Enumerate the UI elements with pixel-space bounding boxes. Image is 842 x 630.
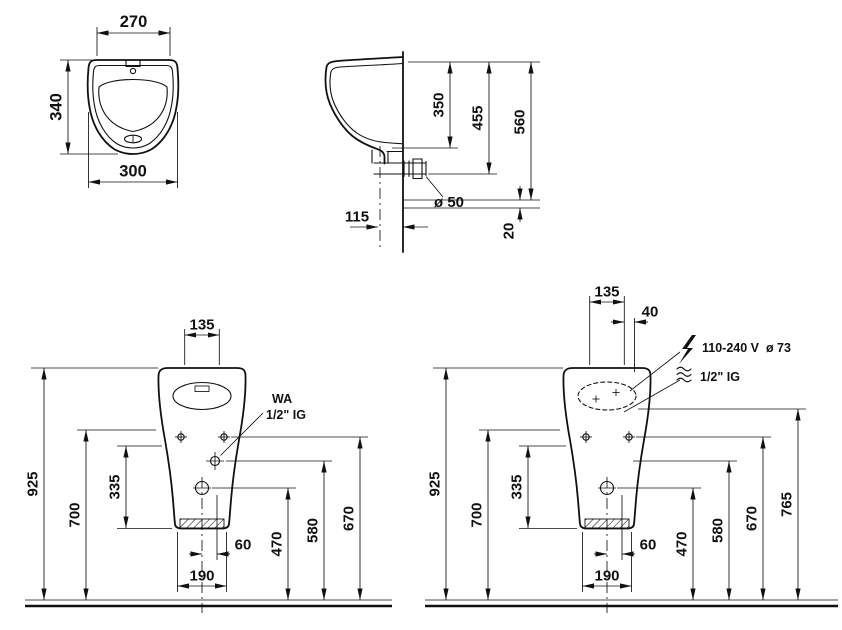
water-connection-icon xyxy=(206,452,224,470)
power-leader-line xyxy=(629,351,681,392)
front-view-fixture xyxy=(86,59,180,155)
lightning-icon xyxy=(679,335,696,364)
label-water-ig: 1/2" IG xyxy=(700,370,740,384)
flush-spud xyxy=(125,59,141,68)
install-view-manual: WA 1/2" IG 135 925 700 335 470 xyxy=(25,317,392,614)
side-view-fixture xyxy=(324,51,427,253)
dim-electronic-470: 470 xyxy=(674,531,691,556)
electronic-view-details: 110-240 V ø 73 1/2" IG xyxy=(577,335,791,413)
dim-front-height: 340 xyxy=(48,93,66,121)
dim-electronic-60: 60 xyxy=(640,537,657,554)
outlet-pipe xyxy=(371,149,427,180)
install-view-electronic: 110-240 V ø 73 1/2" IG 135 40 925 xyxy=(425,284,838,614)
dim-manual-925: 925 xyxy=(25,471,42,496)
label-power: 110-240 V ø 73 xyxy=(702,341,791,355)
dim-side-20: 20 xyxy=(501,223,518,240)
wa-leader-line xyxy=(220,412,264,456)
front-view-dimensions: 270 340 300 xyxy=(48,13,178,188)
dim-electronic-765: 765 xyxy=(779,492,796,517)
dim-front-width-bottom: 300 xyxy=(119,163,147,181)
dim-electronic-40: 40 xyxy=(642,304,659,321)
dim-manual-470: 470 xyxy=(269,531,286,556)
dim-manual-700: 700 xyxy=(67,502,84,527)
dim-electronic-190: 190 xyxy=(594,568,619,585)
manual-view-dimensions: 135 925 700 335 470 580 670 60 xyxy=(25,317,392,608)
spreader xyxy=(194,385,210,392)
dim-side-115: 115 xyxy=(345,209,369,226)
dim-side-350: 350 xyxy=(431,92,448,117)
sensor-window xyxy=(577,381,637,411)
water-waves-icon xyxy=(676,366,692,383)
dim-electronic-580: 580 xyxy=(710,518,727,543)
dim-electronic-700: 700 xyxy=(469,502,486,527)
dim-manual-60: 60 xyxy=(235,537,252,554)
label-wa-ig: 1/2" IG xyxy=(266,408,306,422)
dim-side-560: 560 xyxy=(512,109,529,134)
dim-side-drain-dia: ø 50 xyxy=(434,194,464,211)
side-view: 350 455 560 20 115 ø 50 xyxy=(324,51,540,253)
dim-electronic-925: 925 xyxy=(427,471,444,496)
dim-electronic-335: 335 xyxy=(509,474,526,499)
label-wa: WA xyxy=(272,392,292,406)
water-leader-line xyxy=(623,379,681,413)
dim-manual-190: 190 xyxy=(189,568,214,585)
dim-electronic-670: 670 xyxy=(744,506,761,531)
electronic-view-dimensions: 135 40 925 700 335 470 580 670 xyxy=(425,284,838,608)
dim-manual-335: 335 xyxy=(107,474,124,499)
dim-manual-670: 670 xyxy=(341,506,358,531)
dim-manual-135: 135 xyxy=(189,317,214,334)
basin-opening xyxy=(172,381,232,411)
dim-electronic-135: 135 xyxy=(594,284,619,301)
front-view: 270 340 300 xyxy=(48,13,180,188)
dim-side-455: 455 xyxy=(470,105,487,130)
dim-manual-580: 580 xyxy=(305,518,322,543)
manual-view-details: WA 1/2" IG xyxy=(172,381,306,470)
side-view-dimensions: 350 455 560 20 115 ø 50 xyxy=(345,61,540,240)
sensor-cross-marks xyxy=(592,389,620,403)
dim-front-width-top: 270 xyxy=(120,13,148,31)
